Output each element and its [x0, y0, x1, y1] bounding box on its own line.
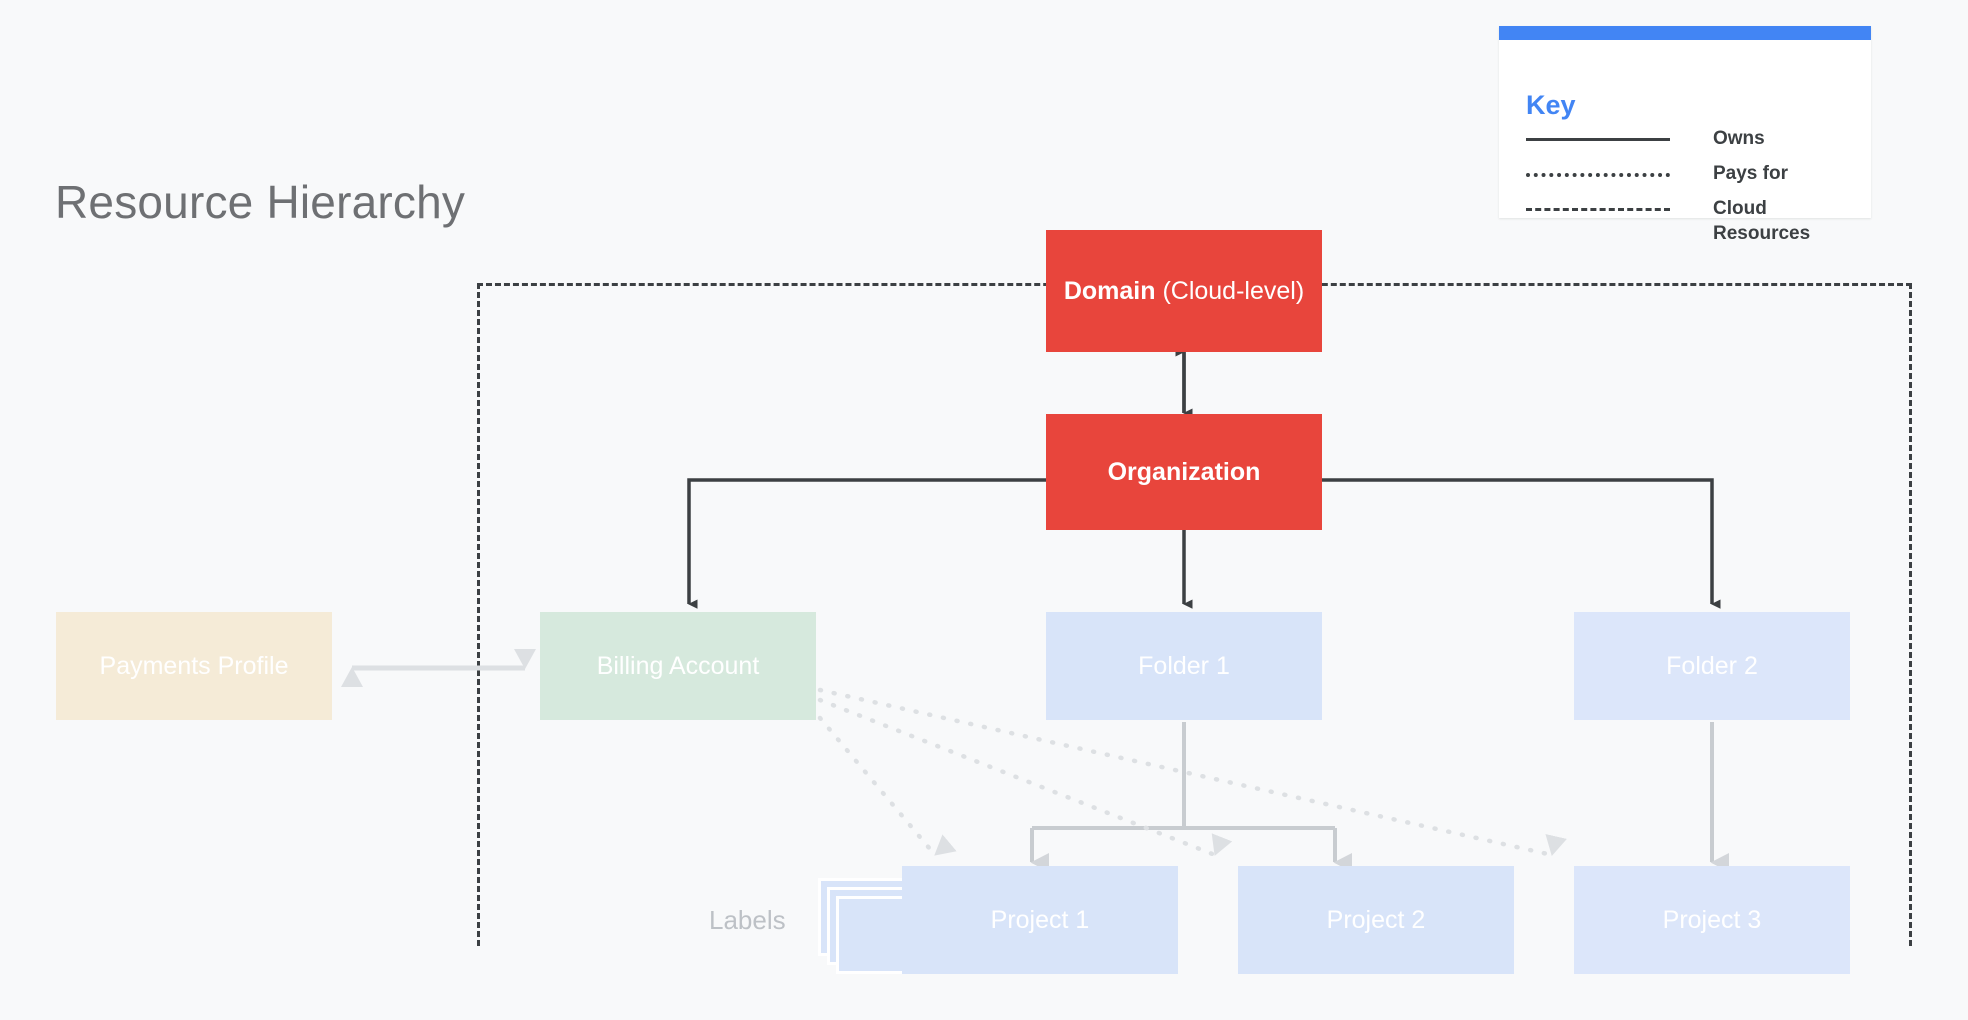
key-entry-cloud-resources-label: Cloud Resources [1713, 198, 1811, 244]
node-folder-1-label: Folder 1 [1138, 651, 1230, 680]
key-legend-card: Key Owns Pays for Cloud Resources [1499, 26, 1871, 244]
node-folder-2[interactable]: Folder 2 [1574, 612, 1850, 720]
key-entry-owns-label: Owns [1713, 128, 1765, 149]
connector-organization-billing-account [687, 478, 1046, 609]
connector-organization-folder-2 [1322, 478, 1721, 609]
key-entry-pays-for-label: Pays for [1713, 163, 1788, 184]
solid-line-sample-icon [1526, 138, 1670, 141]
node-billing-account-label: Billing Account [596, 651, 760, 680]
key-entry-pays-for: Pays for [1526, 161, 1856, 196]
node-payments-profile-label: Payments Profile [99, 651, 289, 680]
node-payments-profile[interactable]: Payments Profile [56, 612, 332, 720]
node-folder-2-label: Folder 2 [1666, 651, 1758, 680]
node-organization-label: Organization [1107, 457, 1261, 486]
labels-caption: Labels [709, 905, 786, 935]
key-entry-list: Owns Pays for Cloud Resources [1526, 126, 1856, 248]
connector-pays-for-project-1 [817, 715, 957, 858]
dashed-line-sample-icon [1526, 208, 1670, 211]
key-accent-bar [1499, 26, 1871, 40]
key-title: Key [1526, 90, 1576, 120]
dotted-line-sample-icon [1526, 173, 1670, 177]
key-entry-owns: Owns [1526, 126, 1856, 161]
node-billing-account[interactable]: Billing Account [540, 612, 816, 720]
node-project-3-label: Project 3 [1662, 905, 1762, 934]
node-project-1-label: Project 1 [990, 905, 1090, 934]
page-title: Resource Hierarchy [55, 176, 466, 228]
node-project-3[interactable]: Project 3 [1574, 866, 1850, 974]
node-folder-1[interactable]: Folder 1 [1046, 612, 1322, 720]
node-organization[interactable]: Organization [1046, 414, 1322, 530]
node-project-1[interactable]: Project 1 [902, 866, 1178, 974]
node-project-2[interactable]: Project 2 [1238, 866, 1514, 974]
connector-folder1-projects [1030, 722, 1352, 872]
connector-pays-for-project-2 [817, 697, 1233, 858]
key-entry-cloud-resources: Cloud Resources [1526, 196, 1856, 248]
node-domain[interactable]: Domain (Cloud-level) [1046, 230, 1322, 352]
node-domain-label: Domain (Cloud-level) [1063, 276, 1305, 305]
node-project-2-label: Project 2 [1326, 905, 1426, 934]
